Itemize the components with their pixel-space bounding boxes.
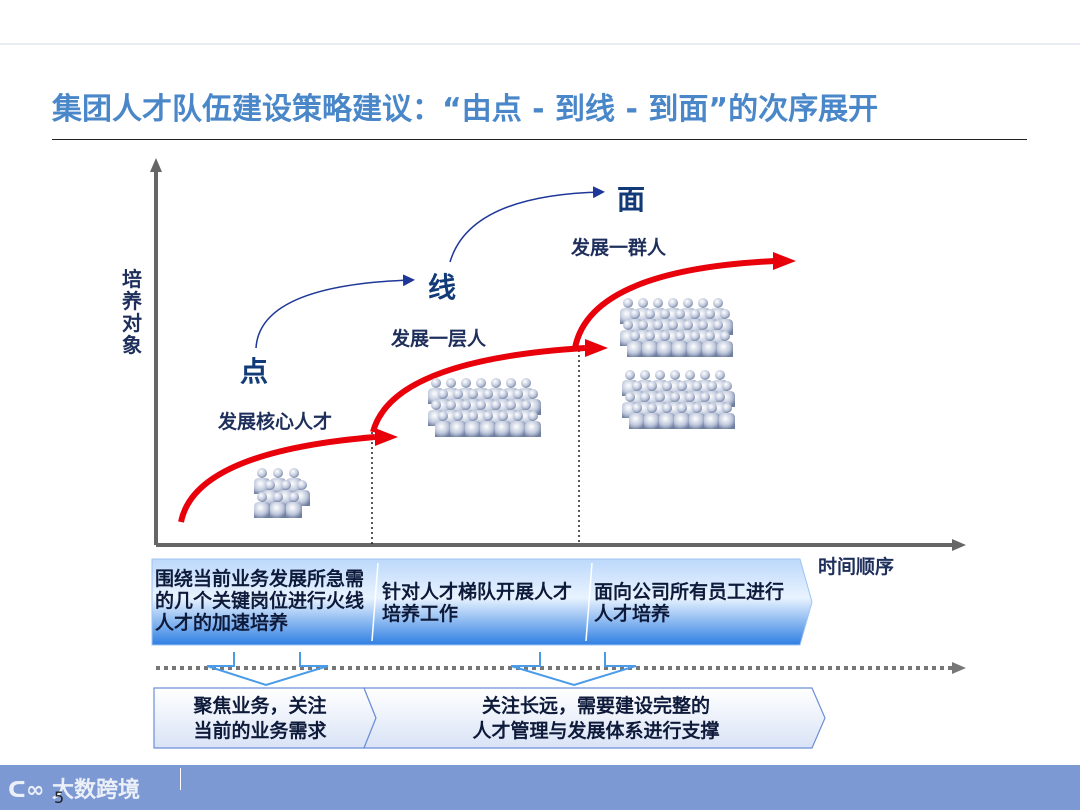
red-arrow-3 <box>572 252 796 349</box>
band-text-3: 面向公司所有员工进行人才培养 <box>594 581 785 625</box>
footer-divider <box>180 768 181 790</box>
connector-line-to-face <box>449 186 605 263</box>
dotted-timeline <box>156 662 966 674</box>
brace-right <box>510 652 637 687</box>
people-group-medium <box>428 378 541 437</box>
stage-dot-label: 点 <box>240 355 269 388</box>
red-arrow-1 <box>178 428 398 523</box>
bottom-box-1-line1: 聚焦业务，关注 <box>193 695 327 717</box>
footer-bar <box>0 765 1080 810</box>
stage-face-caption: 发展一群人 <box>571 237 667 259</box>
bottom-box-2-line2: 人才管理与发展体系进行支撑 <box>472 720 720 742</box>
stage-line-caption: 发展一层人 <box>391 328 487 350</box>
bottom-box-2-text: 关注长远，需要建设完整的 人才管理与发展体系进行支撑 <box>380 694 812 744</box>
people-group-large-bottom <box>622 370 735 429</box>
connector-dot-to-line <box>255 274 415 349</box>
page-number: 5 <box>54 788 65 807</box>
y-axis-label: 培养对象 <box>122 267 142 357</box>
people-group-large-top <box>620 298 733 357</box>
top-divider <box>0 43 1080 45</box>
band-text-2: 针对人才梯队开展人才培养工作 <box>382 581 573 625</box>
stage-dot-caption: 发展核心人才 <box>218 411 333 433</box>
bottom-box-1-line2: 当前的业务需求 <box>193 720 327 742</box>
logo-icon: ᑕ∞ <box>8 778 45 803</box>
y-axis <box>150 158 162 545</box>
x-axis <box>156 539 966 551</box>
title-underline <box>52 139 1027 140</box>
page-title: 集团人才队伍建设策略建议：“由点 - 到线 - 到面”的次序展开 <box>52 92 879 127</box>
x-axis-label: 时间顺序 <box>818 556 895 578</box>
red-arrow-2 <box>370 339 608 433</box>
bottom-box-2 <box>363 687 826 749</box>
stage-band <box>151 558 813 646</box>
brace-left <box>206 652 329 687</box>
people-group-small <box>254 468 310 518</box>
stage-face-label: 面 <box>617 183 646 216</box>
stage-line-label: 线 <box>428 271 457 304</box>
brand-logo: ᑕ∞ 大数跨境 <box>8 772 140 804</box>
bottom-box-2-line1: 关注长远，需要建设完整的 <box>481 695 710 717</box>
logo-text: 大数跨境 <box>51 778 140 803</box>
band-text-1: 围绕当前业务发展所急需的几个关键岗位进行火线人才的加速培养 <box>155 568 365 634</box>
bottom-box-1-text: 聚焦业务，关注 当前的业务需求 <box>160 694 360 744</box>
